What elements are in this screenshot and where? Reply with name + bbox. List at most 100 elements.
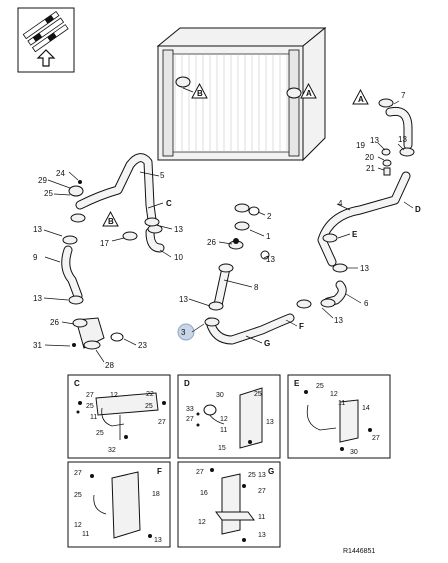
detail-panel-E[interactable]: E 25 12 11 14 27 30: [287, 374, 391, 459]
callout-26: 26: [50, 318, 59, 327]
callout-19: 19: [356, 141, 365, 150]
svg-text:13: 13: [258, 532, 266, 539]
svg-text:27: 27: [258, 488, 266, 495]
svg-text:25: 25: [145, 403, 153, 410]
svg-text:15: 15: [218, 445, 226, 452]
ref-marker-A-right[interactable]: A: [352, 88, 369, 105]
callout-5: 5: [160, 171, 165, 180]
callout-13: 13: [398, 135, 407, 144]
svg-text:22: 22: [146, 391, 154, 398]
svg-text:25: 25: [86, 403, 94, 410]
o-ring-23: [110, 332, 124, 342]
ref-G: G: [264, 339, 270, 348]
callout-7: 7: [401, 91, 406, 100]
svg-text:30: 30: [216, 392, 224, 399]
svg-text:27: 27: [74, 470, 82, 477]
ref-marker-A-top[interactable]: A: [300, 82, 317, 99]
svg-text:13: 13: [258, 472, 266, 479]
svg-text:13: 13: [154, 537, 162, 544]
svg-text:11: 11: [258, 514, 265, 521]
pipe-10: [145, 224, 165, 253]
svg-text:F: F: [157, 467, 162, 476]
svg-text:E: E: [294, 379, 300, 388]
callout-20: 20: [365, 153, 374, 162]
callout-21: 21: [366, 164, 375, 173]
svg-text:30: 30: [350, 449, 358, 456]
svg-text:12: 12: [220, 416, 228, 423]
detail-panel-C[interactable]: C 27 12 22 25 25 11 27 25 32: [67, 374, 171, 459]
callout-13: 13: [370, 136, 379, 145]
svg-text:27: 27: [372, 435, 380, 442]
svg-text:G: G: [268, 467, 274, 476]
svg-text:32: 32: [108, 447, 116, 454]
callout-23: 23: [138, 341, 147, 350]
svg-text:33: 33: [186, 406, 194, 413]
callout-25: 25: [44, 189, 53, 198]
svg-text:D: D: [184, 379, 190, 388]
callout-13: 13: [334, 316, 343, 325]
svg-text:A: A: [306, 89, 312, 98]
hose-8: [213, 263, 231, 310]
svg-text:18: 18: [152, 491, 160, 498]
svg-text:12: 12: [198, 519, 206, 526]
callout-10: 10: [174, 253, 183, 262]
svg-text:27: 27: [186, 416, 194, 423]
svg-text:25: 25: [74, 492, 82, 499]
ref-marker-B-top[interactable]: B: [182, 82, 208, 99]
svg-text:11: 11: [82, 531, 89, 538]
callout-3: 3: [181, 328, 186, 337]
svg-text:13: 13: [266, 419, 274, 426]
callout-4: 4: [338, 199, 343, 208]
detail-panel-D[interactable]: D 30 25 33 27 12 11 13 15: [177, 374, 281, 459]
svg-text:B: B: [197, 89, 203, 98]
callout-31: 31: [33, 341, 42, 350]
svg-text:12: 12: [110, 392, 118, 399]
leader-lines: [43, 100, 414, 363]
detail-panel-G[interactable]: G 27 25 13 27 16 11 12 13: [177, 461, 281, 548]
callout-1: 1: [266, 232, 271, 241]
svg-text:25: 25: [316, 383, 324, 390]
drawing-id: R1446851: [343, 548, 375, 555]
callout-9: 9: [33, 253, 38, 262]
callout-28: 28: [105, 361, 114, 370]
elbow-7: [385, 106, 413, 150]
callout-8: 8: [254, 283, 259, 292]
ref-D: D: [415, 205, 421, 214]
hose-6: [323, 280, 347, 307]
svg-text:A: A: [358, 95, 364, 104]
hose-G: [205, 313, 295, 345]
svg-text:25: 25: [96, 430, 104, 437]
ref-C: C: [166, 199, 172, 208]
callout-2: 2: [267, 212, 272, 221]
hose-9: [61, 245, 83, 301]
ref-marker-B-left[interactable]: B: [102, 210, 119, 227]
svg-text:12: 12: [74, 522, 82, 529]
svg-text:11: 11: [220, 427, 227, 434]
thermostat-housing: [72, 317, 105, 350]
hose-4: [317, 171, 411, 267]
callout-6: 6: [364, 299, 369, 308]
svg-text:16: 16: [200, 490, 208, 497]
callout-3-highlight[interactable]: [177, 323, 195, 341]
callout-17: 17: [100, 239, 109, 248]
callout-29: 29: [38, 176, 47, 185]
detail-panel-F[interactable]: F 27 25 18 12 11 13: [67, 461, 171, 548]
svg-text:C: C: [74, 379, 80, 388]
ref-E: E: [352, 230, 358, 239]
callout-26: 26: [207, 238, 216, 247]
svg-text:14: 14: [362, 405, 370, 412]
callout-13: 13: [179, 295, 188, 304]
svg-text:25: 25: [248, 472, 256, 479]
callout-numbers-main: 24 29 25 5 C 13 17 13 10 9 13 26 31 28 2…: [33, 91, 421, 370]
svg-text:11: 11: [338, 400, 345, 407]
callout-13: 13: [33, 225, 42, 234]
callout-13: 13: [174, 225, 183, 234]
callout-13: 13: [266, 255, 275, 264]
ref-F: F: [299, 322, 304, 331]
svg-text:12: 12: [330, 391, 338, 398]
navigation-icon[interactable]: [17, 7, 75, 73]
radiator: [156, 26, 327, 162]
svg-text:27: 27: [86, 392, 94, 399]
